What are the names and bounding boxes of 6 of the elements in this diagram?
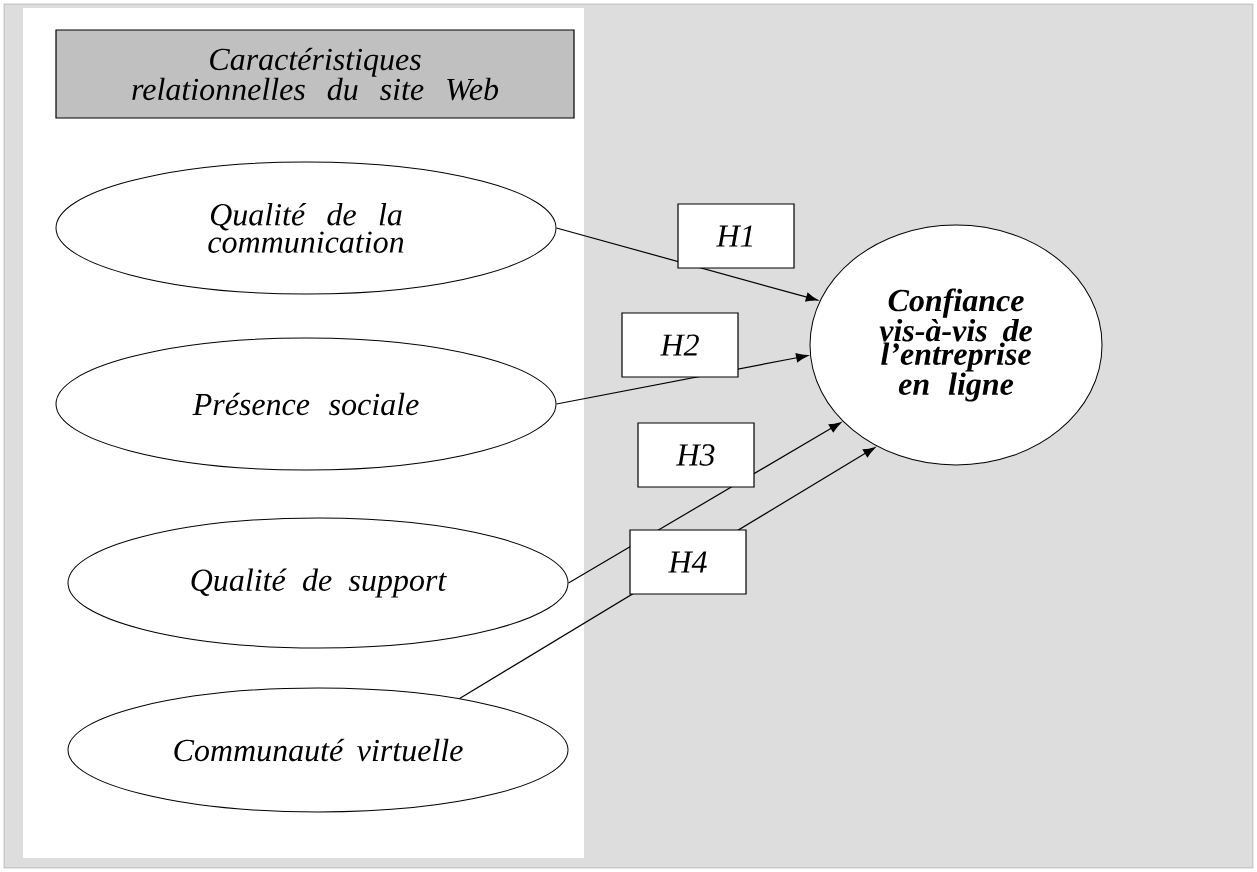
- arrow: [555, 227, 818, 302]
- hypothesis-label: H2: [621, 312, 739, 378]
- hypothesis-label: H1: [677, 203, 795, 269]
- header-box: Caractéristiques relationnelles du site Web: [55, 29, 575, 119]
- hypothesis-label: H3: [637, 422, 755, 488]
- hypothesis-label: H4: [629, 529, 747, 595]
